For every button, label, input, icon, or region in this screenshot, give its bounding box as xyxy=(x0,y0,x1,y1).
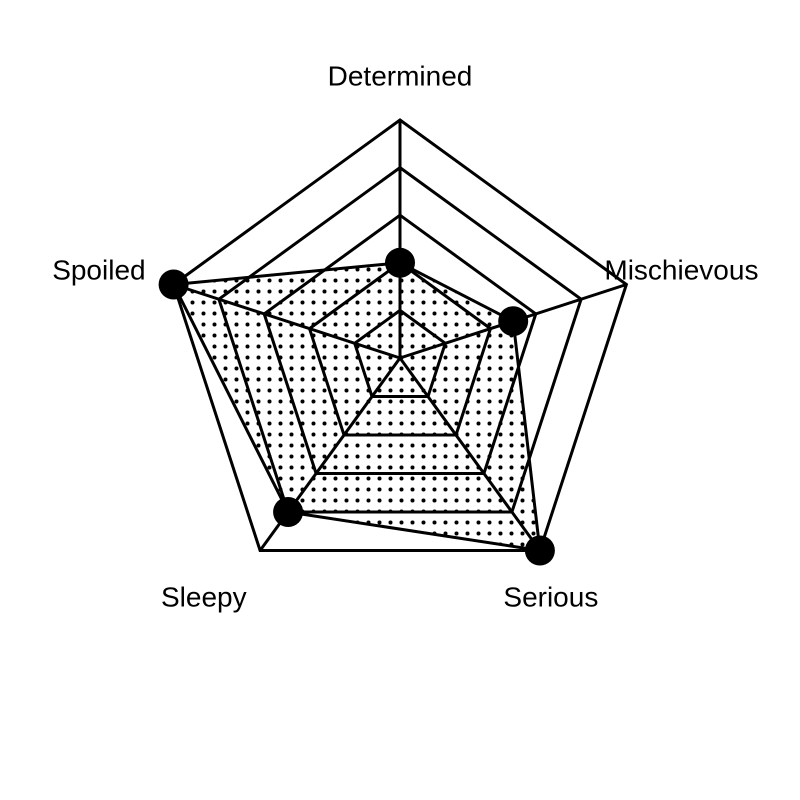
grid-ring-5 xyxy=(171,118,629,552)
grid-ring-2 xyxy=(307,260,493,437)
grid-ring-1 xyxy=(352,308,448,398)
data-area-series-0 xyxy=(171,261,542,553)
radar-grid xyxy=(171,118,629,552)
spoke-spoiled xyxy=(173,283,401,360)
axis-label-mischievous: Mischievous xyxy=(604,254,758,285)
data-point-mischievous xyxy=(498,306,529,337)
grid-ring-4 xyxy=(217,165,583,514)
data-area-layer xyxy=(171,261,542,553)
data-point-spoiled xyxy=(158,269,189,300)
grid-ring-3 xyxy=(262,213,538,475)
data-point-determined xyxy=(385,247,415,278)
data-point-serious xyxy=(524,535,555,566)
axis-label-spoiled: Spoiled xyxy=(52,254,145,285)
axis-label-serious: Serious xyxy=(503,581,598,612)
axis-label-determined: Determined xyxy=(328,60,473,91)
spoke-serious xyxy=(398,357,542,552)
data-point-sleepy xyxy=(273,497,304,527)
data-points xyxy=(158,247,555,566)
axis-label-sleepy: Sleepy xyxy=(161,581,247,612)
